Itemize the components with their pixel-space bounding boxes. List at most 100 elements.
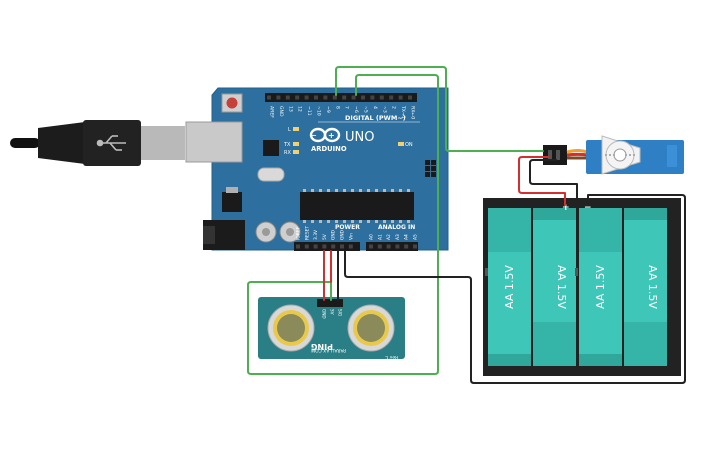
- chip-pin: [407, 220, 410, 223]
- servo-wire-power: [566, 152, 589, 157]
- analog-pin-hole[interactable]: [369, 244, 373, 249]
- analog-pin-hole[interactable]: [395, 244, 400, 249]
- power-pin-label: 5V: [322, 234, 328, 240]
- chip-pin: [351, 189, 354, 192]
- analog-pin-hole[interactable]: [377, 244, 382, 249]
- wire-servo-power[interactable]: [518, 156, 566, 206]
- digital-pin-hole[interactable]: [285, 95, 290, 100]
- power-pin-label: RESET: [304, 226, 310, 240]
- icsp-pin: [431, 160, 436, 165]
- logo-plus-icon: +: [328, 131, 335, 140]
- battery-cell-label: AA 1.5V: [503, 265, 516, 309]
- digital-pin-hole[interactable]: [379, 95, 384, 100]
- analog-pin-label: A1: [377, 234, 383, 240]
- arduino-logo-text: ARDUINO: [311, 145, 347, 153]
- atmega-chip: [300, 192, 414, 220]
- digital-pin-hole[interactable]: [361, 95, 365, 100]
- analog-pin-label: A4: [404, 234, 410, 240]
- power-pin-hole[interactable]: [313, 244, 318, 249]
- digital-pin-label: 4: [372, 106, 378, 109]
- digital-header-left: [265, 93, 417, 102]
- servo-horn-hole: [609, 154, 611, 156]
- chip-pin: [311, 220, 314, 223]
- regulator-tab: [226, 187, 238, 193]
- power-pin-hole[interactable]: [348, 244, 353, 249]
- digital-label: DIGITAL (PWM~): [345, 114, 406, 122]
- digital-pin-hole[interactable]: [398, 95, 403, 100]
- digital-pin-hole[interactable]: [370, 95, 375, 100]
- battery-cell-band: [488, 208, 531, 252]
- sensor-subtext: PARALLAX.COM: [311, 347, 346, 353]
- wire-servo-ground[interactable]: [529, 159, 578, 206]
- power-pin-label: GND: [340, 229, 346, 240]
- chip-pin: [359, 220, 362, 223]
- reset-button[interactable]: [226, 97, 238, 109]
- digital-pin-label: ~10: [316, 106, 322, 116]
- wire-ground-battery[interactable]: [344, 194, 686, 384]
- servo-connector-slot: [556, 150, 560, 160]
- digital-pin-hole[interactable]: [351, 95, 356, 100]
- led-rx-label: RX: [284, 150, 291, 156]
- chip-pin: [311, 189, 314, 192]
- digital-pin-label: 2: [391, 106, 397, 109]
- chip-pin: [399, 220, 402, 223]
- battery-cell-label: AA 1.5V: [555, 265, 568, 309]
- servo-horn-hole: [605, 154, 607, 156]
- battery-cell-band: [624, 322, 667, 366]
- battery-cell-label: AA 1.5V: [646, 265, 659, 309]
- servo-horn-hole: [625, 154, 627, 156]
- digital-pin-hole[interactable]: [267, 95, 271, 100]
- chip-pin: [351, 220, 354, 223]
- digital-pin-hole[interactable]: [389, 95, 394, 100]
- wire-sensor-signal[interactable]: [247, 74, 439, 375]
- power-pin-hole[interactable]: [331, 244, 336, 249]
- digital-pin-label: ~9: [325, 106, 331, 113]
- digital-pin-hole[interactable]: [276, 95, 281, 100]
- battery-cell-band: [488, 354, 531, 366]
- digital-pin-hole[interactable]: [304, 95, 309, 100]
- digital-header-holes: [267, 95, 412, 100]
- chip-pin: [391, 189, 394, 192]
- sensor-pin-label: SIG: [338, 309, 343, 316]
- analog-pin-hole[interactable]: [404, 244, 409, 249]
- digital-pin-hole[interactable]: [332, 95, 337, 100]
- digital-pin-label: TX→1: [400, 105, 406, 119]
- battery-holder-ridge: [485, 268, 488, 276]
- power-pin-label: Vin: [348, 233, 354, 240]
- power-pin-hole[interactable]: [340, 244, 344, 249]
- power-pin-hole[interactable]: [322, 244, 327, 249]
- digital-pin-label: ~11: [306, 106, 312, 116]
- logo-minus-icon: −: [311, 132, 317, 140]
- crystal-oscillator: [257, 167, 285, 182]
- servo-motor[interactable]: [543, 135, 684, 175]
- digital-pin-hole[interactable]: [314, 95, 318, 100]
- wire-servo-signal[interactable]: [335, 66, 544, 152]
- digital-pin-hole[interactable]: [342, 95, 347, 100]
- analog-pin-hole[interactable]: [386, 244, 391, 249]
- servo-horn-screw: [613, 148, 627, 162]
- icsp-pin: [431, 172, 436, 177]
- power-pin-hole[interactable]: [304, 244, 309, 249]
- battery-plus: +: [562, 203, 570, 213]
- analog-pin-hole[interactable]: [413, 244, 417, 249]
- digital-pin-hole[interactable]: [295, 95, 300, 100]
- battery-cell-band: [533, 322, 576, 366]
- digital-pin-hole[interactable]: [408, 95, 412, 100]
- digital-pin-hole[interactable]: [323, 95, 328, 100]
- servo-horn-hole: [633, 154, 635, 156]
- led-rx: [293, 150, 299, 154]
- servo-horn-hole: [613, 154, 615, 156]
- power-label: POWER: [335, 224, 360, 231]
- sensor-pin-label: GND: [322, 309, 327, 319]
- usb-cable: [10, 120, 185, 166]
- led-l-label: L: [288, 127, 291, 133]
- digital-pin-label: GND: [278, 106, 284, 117]
- digital-pin-label: 13: [287, 106, 293, 112]
- power-pin-hole[interactable]: [296, 244, 300, 249]
- battery-cell-band: [533, 208, 576, 220]
